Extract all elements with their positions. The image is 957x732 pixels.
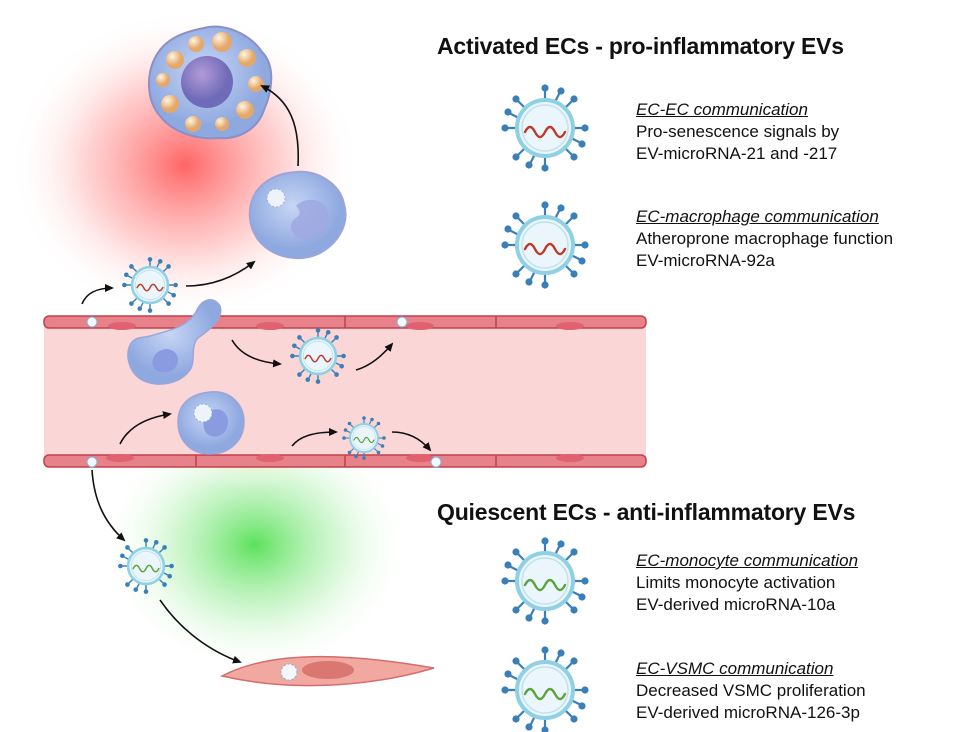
monocyte-icon [127,299,222,385]
foam-cell-icon [147,25,273,140]
extracellular-vesicle-icon [499,82,591,174]
extracellular-vesicle-icon [288,326,348,386]
arrow-ev-to-vsmc [159,599,242,664]
quiescence-glow [100,415,410,675]
vsmc-icon [219,655,435,687]
entry-line: Atheroprone macrophage function [636,229,894,248]
extracellular-vesicle-icon [499,199,591,291]
arrow-ev-to-ec [355,342,394,371]
entry-ec-monocyte: EC-monocyte communication Limits monocyt… [636,550,858,616]
extracellular-vesicle-icon [499,535,591,627]
entry-ec-macrophage: EC-macrophage communication Atheroprone … [636,206,893,272]
extracellular-vesicle-icon [120,255,180,315]
entry-title: EC-monocyte communication [636,551,859,570]
macrophage-icon [248,170,347,260]
entry-line: EV-microRNA-21 and -217 [636,144,838,163]
extracellular-vesicle-icon [341,415,387,461]
extracellular-vesicle-icon [116,536,176,596]
entry-title: EC-EC communication [636,100,808,119]
arrow-monocyte-to-ev [231,339,282,368]
arrow-ec-to-ev [81,284,114,305]
entry-ec-ec: EC-EC communication Pro-senescence signa… [636,99,839,165]
heading-quiescent: Quiescent ECs - anti-inflammatory EVs [437,499,856,525]
arrow-macrophage-to-foam-cell [260,85,300,167]
blood-vessel-icon [43,315,647,468]
entry-title: EC-VSMC communication [636,659,834,678]
entry-line: EV-derived microRNA-126-3p [636,703,860,722]
entry-title: EC-macrophage communication [636,207,879,226]
arrow-ec-to-green-ev [91,469,126,542]
entry-line: EV-derived microRNA-10a [636,595,836,614]
entry-line: Pro-senescence signals by [636,122,840,141]
entry-ec-vsmc: EC-VSMC communication Decreased VSMC pro… [636,658,866,724]
arrow-ec-to-monocyte [119,411,172,445]
extracellular-vesicle-icon [499,644,591,732]
entry-line: Decreased VSMC proliferation [636,681,866,700]
arrow-lumen-ev-to-ec [391,431,432,452]
arrow-ev-to-macrophage [185,260,256,287]
arrow-to-lumen-ev [291,428,338,447]
heading-activated: Activated ECs - pro-inflammatory EVs [437,33,844,59]
entry-line: EV-microRNA-92a [636,251,775,270]
entry-line: Limits monocyte activation [636,573,836,592]
monocyte-icon [177,391,245,455]
